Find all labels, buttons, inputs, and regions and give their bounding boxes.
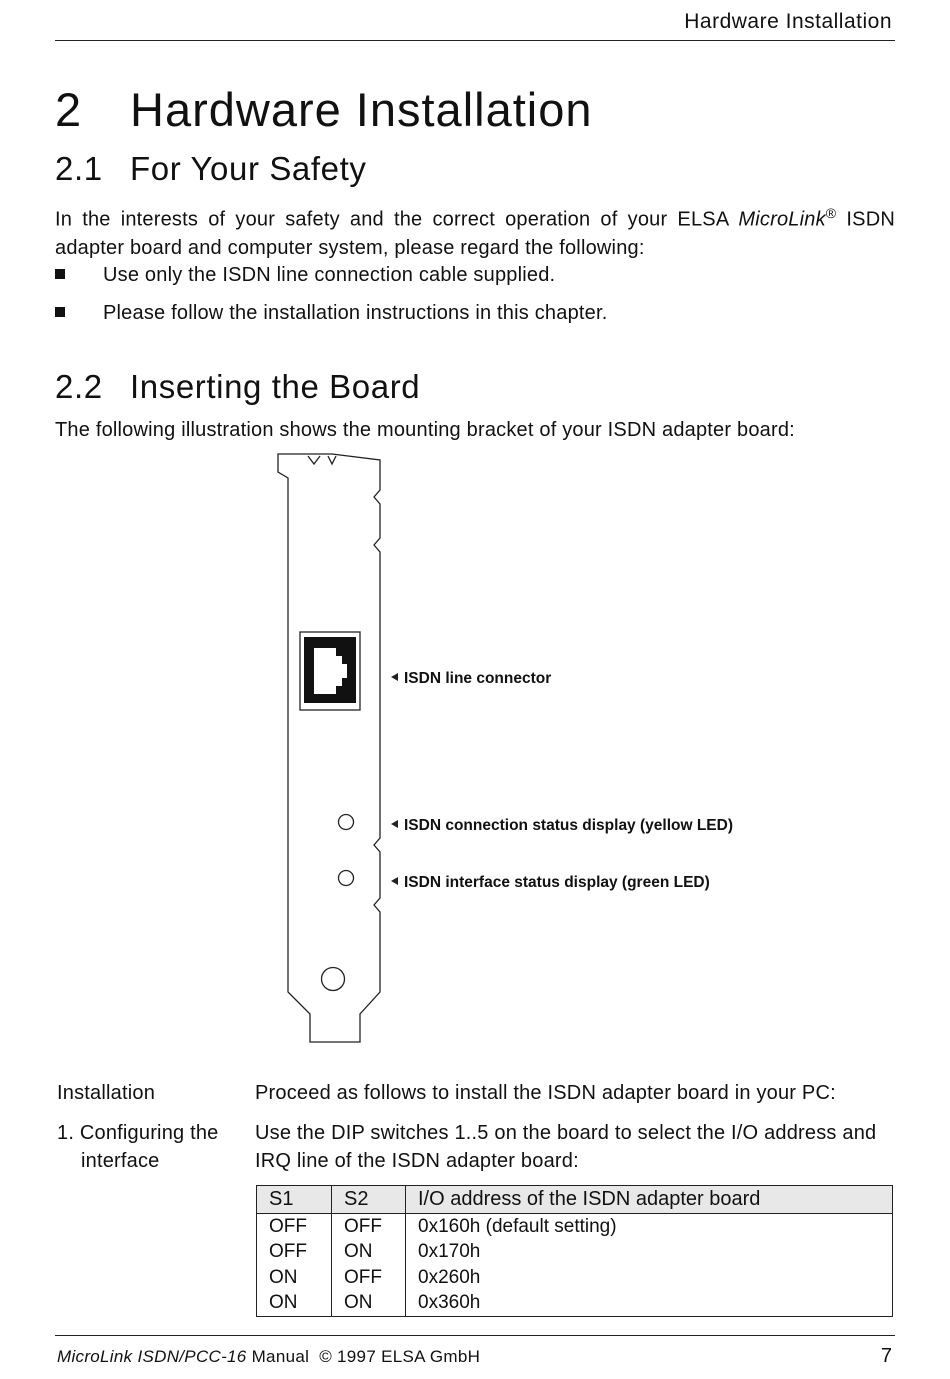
installation-label: Installation <box>57 1082 156 1104</box>
header-rule <box>55 40 895 41</box>
table-row: OFF ON 0x170h <box>256 1239 893 1265</box>
rj45-jack-icon <box>304 637 356 703</box>
bracket-top-notch <box>307 455 337 466</box>
yellow-led-hole <box>337 813 355 831</box>
screw-hole <box>320 966 346 992</box>
installation-text: Proceed as follows to install the ISDN a… <box>255 1082 836 1104</box>
table-cell: OFF <box>331 1265 406 1291</box>
table-cell: ON <box>331 1290 406 1317</box>
footer-copyright: Manual © 1997 ELSA GmbH <box>246 1347 481 1366</box>
footer-product: MicroLink ISDN/PCC-16 Manual © 1997 ELSA… <box>57 1347 480 1367</box>
bullet-item: Use only the ISDN line connection cable … <box>55 264 555 287</box>
callout-arrow-icon <box>391 673 398 681</box>
step-text: Use the DIP switches 1..5 on the board t… <box>255 1122 877 1172</box>
intro-text: ISDN adapter board and computer system, … <box>55 208 895 259</box>
table-cell: ON <box>256 1265 332 1291</box>
footer-product-name: MicroLink ISDN/PCC-16 <box>57 1347 247 1366</box>
running-header: Hardware Installation <box>684 10 892 33</box>
step-title: Configuring the <box>79 1122 219 1144</box>
bullet-text: Please follow the installation instructi… <box>103 302 608 324</box>
step-number: 1. <box>57 1122 75 1144</box>
section-number: 2.2 <box>55 368 103 405</box>
inserting-intro: The following illustration shows the mou… <box>55 419 795 441</box>
callout-arrow-icon <box>391 820 398 828</box>
table-header: S1 <box>256 1185 332 1214</box>
intro-text: In the interests of your safety and the … <box>55 208 739 231</box>
callout-arrow-icon <box>391 877 398 885</box>
green-led-hole <box>337 869 355 887</box>
callout-yellow-led: ISDN connection status display (yellow L… <box>404 817 733 834</box>
step-title: interface <box>81 1150 160 1172</box>
table-row: OFF OFF 0x160h (default setting) <box>256 1213 893 1240</box>
chapter-number: 2 <box>55 83 83 136</box>
table-header: S2 <box>331 1185 406 1214</box>
table-cell: 0x160h (default setting) <box>405 1213 893 1240</box>
table-cell: OFF <box>331 1213 406 1240</box>
page-number: 7 <box>880 1345 892 1367</box>
table-cell: 0x260h <box>405 1265 893 1291</box>
product-name: MicroLink <box>738 208 826 231</box>
section-title: For Your Safety <box>130 150 367 187</box>
table-cell: ON <box>331 1239 406 1265</box>
mounting-bracket-illustration: ISDN line connector ISDN connection stat… <box>277 453 733 1043</box>
chapter-title: Hardware Installation <box>130 83 593 136</box>
table-header: I/O address of the ISDN adapter board <box>405 1185 893 1214</box>
table-cell: 0x360h <box>405 1290 893 1317</box>
section-number: 2.1 <box>55 150 103 187</box>
section-heading-inserting: 2.2 Inserting the Board <box>55 368 420 406</box>
bullet-square-icon <box>55 269 65 279</box>
step-label: 1. Configuring the interface <box>57 1119 219 1175</box>
registered-mark: ® <box>825 205 837 221</box>
bullet-item: Please follow the installation instructi… <box>55 302 608 325</box>
bracket-outline <box>277 453 381 1043</box>
table-cell: 0x170h <box>405 1239 893 1265</box>
callout-green-led: ISDN interface status display (green LED… <box>404 874 710 891</box>
table-row: ON OFF 0x260h <box>256 1265 893 1291</box>
section-title: Inserting the Board <box>130 368 421 405</box>
table-cell: OFF <box>256 1213 332 1240</box>
connector-frame <box>299 631 361 711</box>
safety-intro: In the interests of your safety and the … <box>55 199 895 262</box>
table-header-row: S1 S2 I/O address of the ISDN adapter bo… <box>256 1185 893 1214</box>
callout-line-connector: ISDN line connector <box>404 670 551 687</box>
bullet-text: Use only the ISDN line connection cable … <box>103 264 556 286</box>
bullet-square-icon <box>55 307 65 317</box>
table-cell: ON <box>256 1290 332 1317</box>
table-cell: OFF <box>256 1239 332 1265</box>
dip-switch-table: S1 S2 I/O address of the ISDN adapter bo… <box>256 1185 893 1317</box>
chapter-heading: 2 Hardware Installation <box>55 82 593 137</box>
footer-rule <box>55 1335 895 1336</box>
table-row: ON ON 0x360h <box>256 1290 893 1317</box>
section-heading-safety: 2.1 For Your Safety <box>55 150 366 188</box>
